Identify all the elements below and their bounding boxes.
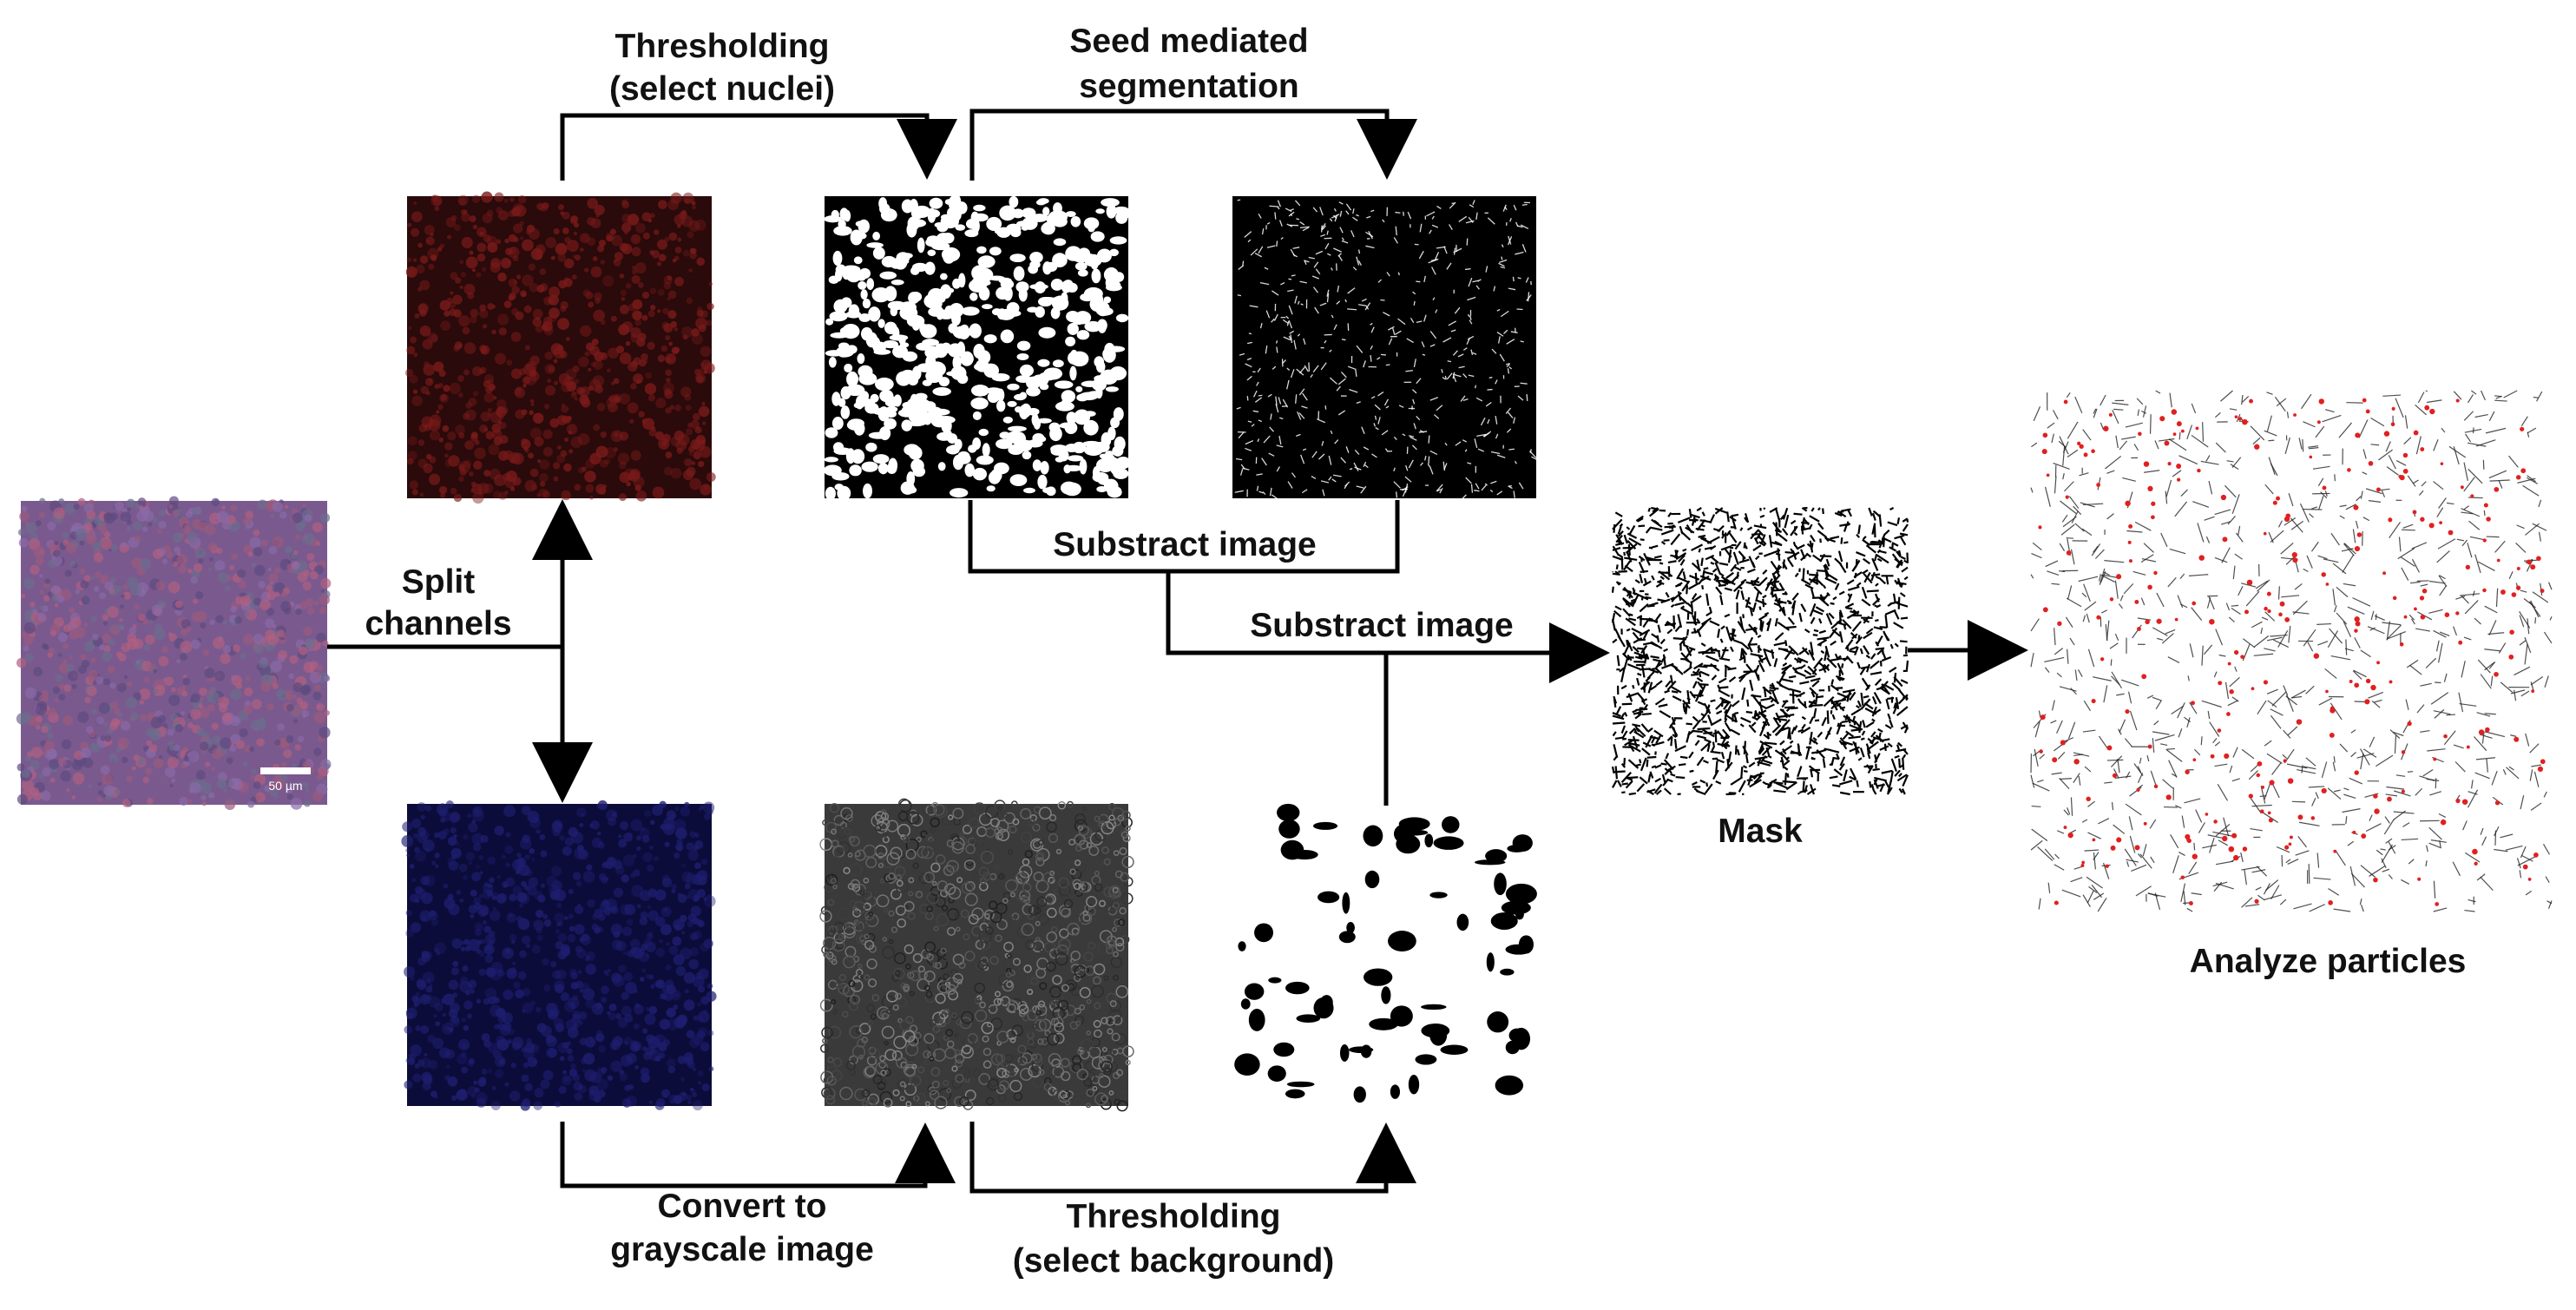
- red-channel-image: [404, 191, 716, 504]
- label-seed-segmentation-1: Seed mediated: [1069, 23, 1308, 60]
- background-threshold-image: [1232, 803, 1537, 1106]
- threshold-nuclei-arrow: [560, 113, 957, 181]
- analyze-particles-image: [2030, 390, 2553, 912]
- label-convert-grayscale-2: grayscale image: [610, 1231, 874, 1268]
- label-split-channels-1: Split: [402, 563, 476, 601]
- label-thresholding-background-2: (select background): [1013, 1242, 1335, 1280]
- label-substract-image-1: Substract image: [1053, 526, 1316, 563]
- mask-image: [1611, 506, 1909, 796]
- seed-segmentation-arrow: [969, 109, 1417, 181]
- convert-grayscale-arrow: [560, 1122, 956, 1188]
- nuclei-threshold-image: [823, 194, 1131, 501]
- segmentation-image: [1232, 196, 1537, 502]
- label-split-channels-2: channels: [365, 605, 511, 642]
- label-analyze-particles: Analyze particles: [2190, 943, 2467, 980]
- scale-bar: [260, 767, 311, 774]
- subtract-bracket: [968, 500, 1400, 574]
- label-substract-image-2: Substract image: [1250, 607, 1513, 644]
- label-mask: Mask: [1718, 813, 1803, 850]
- split-channels-connector: [327, 499, 593, 803]
- scale-bar-label: 50 µm: [268, 779, 302, 793]
- threshold-background-arrow: [969, 1122, 1416, 1194]
- label-thresholding-background-1: Thresholding: [1067, 1198, 1281, 1235]
- label-convert-grayscale-1: Convert to: [658, 1188, 827, 1225]
- blue-channel-image: [401, 800, 717, 1111]
- grayscale-image: [819, 798, 1134, 1112]
- composite-image: 50 µm: [16, 496, 332, 811]
- label-seed-segmentation-2: segmentation: [1079, 68, 1299, 105]
- label-thresholding-nuclei-2: (select nuclei): [609, 70, 835, 108]
- label-thresholding-nuclei-1: Thresholding: [615, 28, 830, 65]
- subtract-to-mask-arrow: [1166, 571, 1610, 683]
